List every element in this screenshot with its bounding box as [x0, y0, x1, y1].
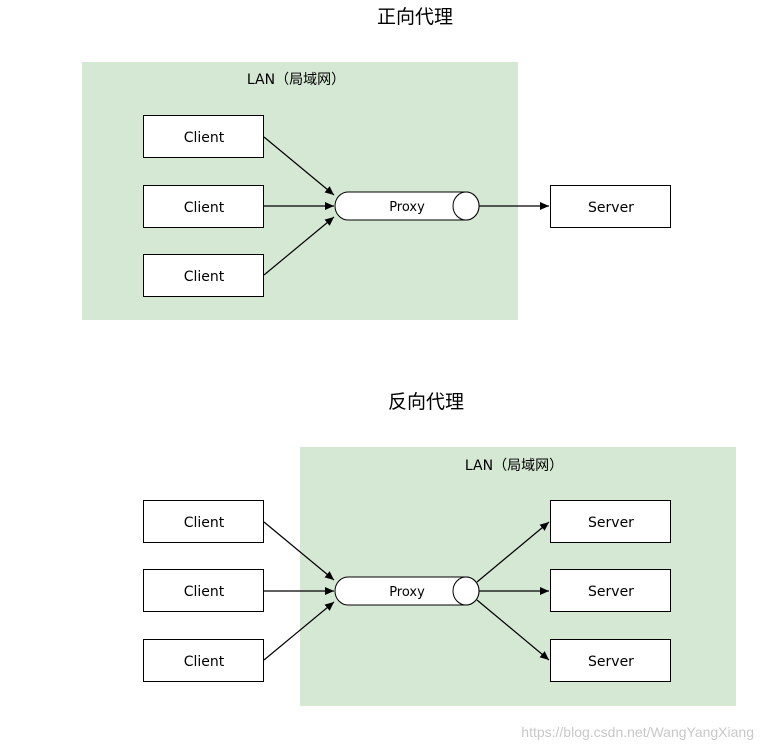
reverse-server-2-label: Server — [588, 584, 634, 600]
forward-client-2: Client — [143, 185, 264, 228]
forward-client-1: Client — [143, 115, 264, 158]
forward-title: 正向代理 — [377, 6, 453, 28]
forward-server-label: Server — [588, 200, 634, 216]
reverse-client-2: Client — [143, 569, 264, 612]
forward-proxy-label: Proxy — [389, 200, 425, 215]
reverse-client-3-label: Client — [184, 654, 225, 670]
reverse-client-1-label: Client — [184, 515, 225, 531]
watermark: https://blog.csdn.net/WangYangXiang — [521, 724, 754, 740]
forward-client-3: Client — [143, 254, 264, 297]
reverse-server-3: Server — [550, 639, 671, 682]
forward-proxy-cylinder: Proxy — [334, 191, 480, 221]
reverse-edge-client3-proxy — [263, 601, 335, 661]
forward-client-3-label: Client — [184, 269, 225, 285]
reverse-edge-proxy-server1 — [476, 521, 550, 583]
reverse-proxy-cylinder: Proxy — [334, 576, 480, 606]
reverse-server-1-label: Server — [588, 515, 634, 531]
reverse-client-2-label: Client — [184, 584, 225, 600]
reverse-proxy-label: Proxy — [389, 585, 425, 600]
reverse-title: 反向代理 — [388, 391, 464, 413]
reverse-lan-label: LAN（局域网） — [465, 458, 563, 474]
reverse-server-1: Server — [550, 500, 671, 543]
forward-proxy-diagram: 正向代理 LAN（局域网） Client Client Client Proxy… — [82, 6, 671, 320]
reverse-edge-proxy-server3 — [476, 599, 550, 661]
reverse-client-3: Client — [143, 639, 264, 682]
forward-server: Server — [550, 185, 671, 228]
forward-client-2-label: Client — [184, 200, 225, 216]
forward-edge-client1-proxy — [263, 136, 335, 196]
reverse-proxy-diagram: 反向代理 LAN（局域网） Client Client Client Proxy… — [143, 391, 736, 706]
forward-lan-label: LAN（局域网） — [247, 72, 345, 88]
forward-edge-client3-proxy — [263, 216, 335, 276]
reverse-client-1: Client — [143, 500, 264, 543]
reverse-edge-client1-proxy — [263, 521, 335, 581]
reverse-server-3-label: Server — [588, 654, 634, 670]
forward-client-1-label: Client — [184, 130, 225, 146]
reverse-server-2: Server — [550, 569, 671, 612]
